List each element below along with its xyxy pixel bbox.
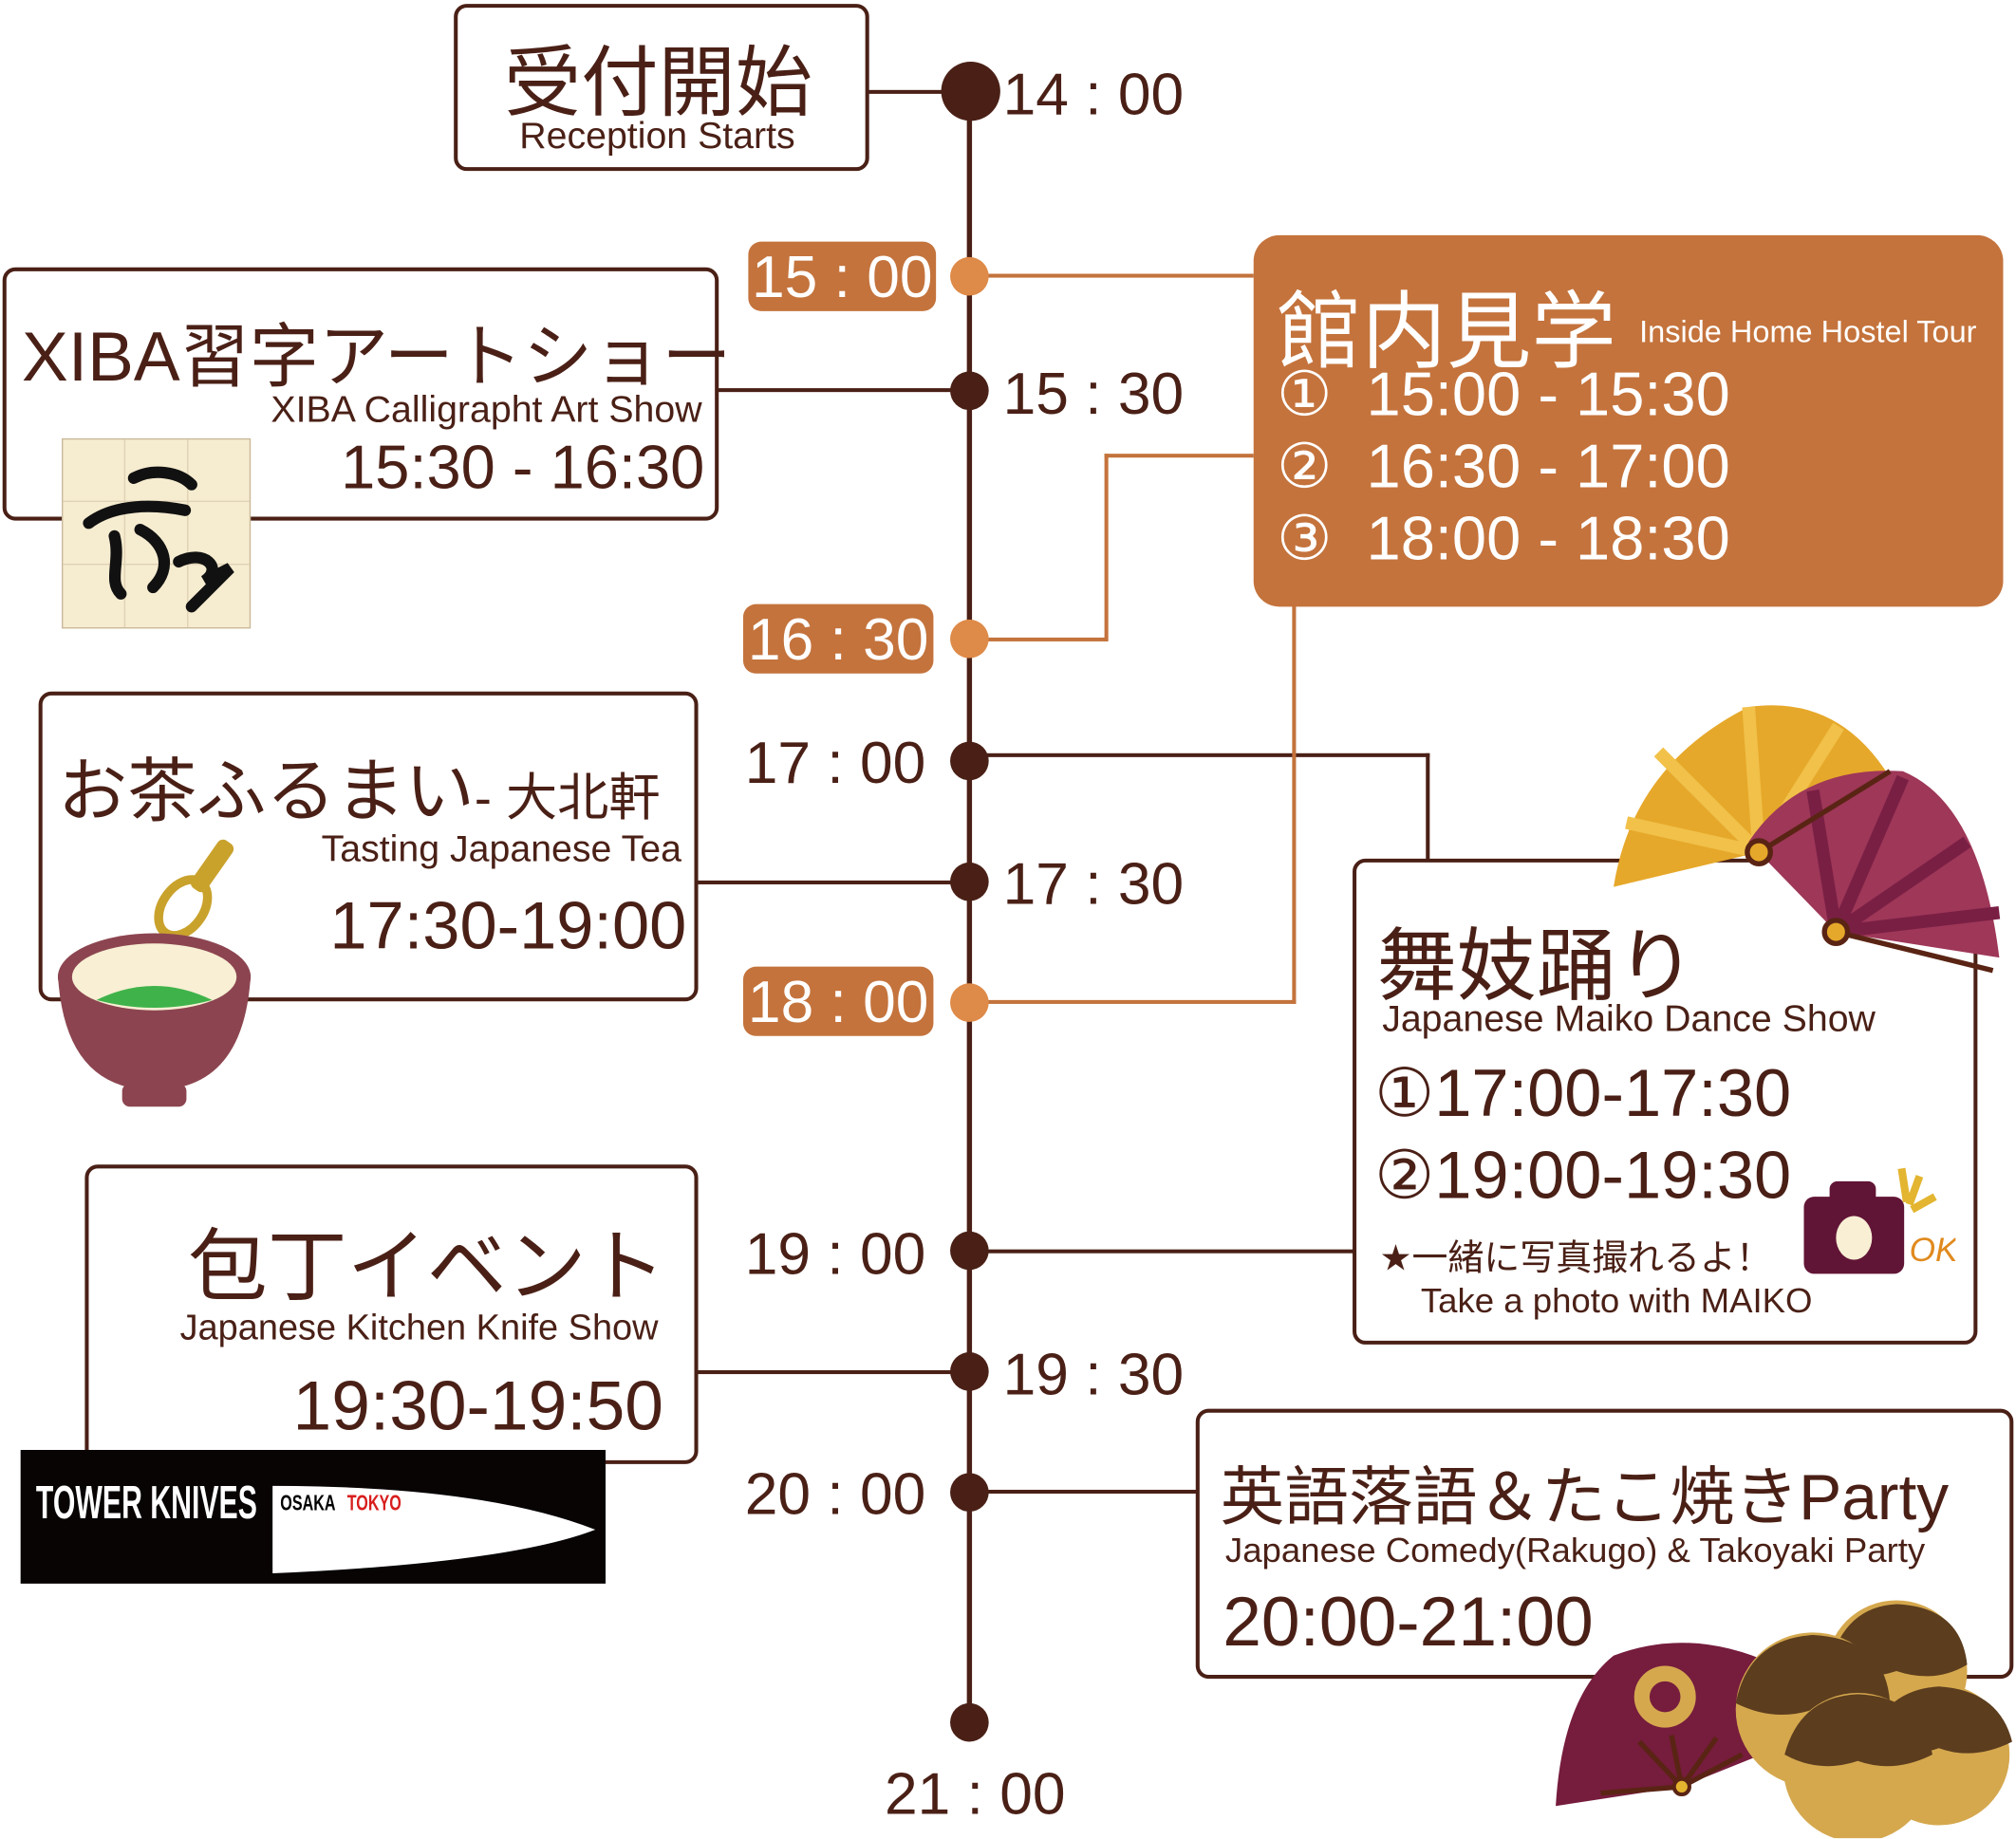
dot-1530 <box>950 371 989 411</box>
tour-card: 館内見学 Inside Home Hostel Tour ① 15:00 - 1… <box>1253 234 2004 607</box>
connector-tour-1800 <box>977 999 1297 1004</box>
dot-1500 <box>950 256 989 296</box>
dot-1900 <box>950 1231 989 1271</box>
connector-maiko-1700 <box>977 752 1430 757</box>
maiko-title-en: Japanese Maiko Dance Show <box>1382 998 1876 1040</box>
maiko-title-ja: 舞妓踊り <box>1376 922 1696 1012</box>
tour-session-3: ③ 18:00 - 18:30 <box>1277 505 1730 574</box>
tour-session-2: ② 16:30 - 17:00 <box>1277 433 1730 502</box>
time-1630-badge: 16 : 30 <box>742 604 934 674</box>
tour-title-en: Inside Home Hostel Tour <box>1639 314 1977 350</box>
tea-card: お茶ふるまい- 大北軒 Tasting Japanese Tea 17:30-1… <box>38 691 699 1002</box>
time-1800-badge: 18 : 00 <box>742 966 934 1036</box>
rakugo-title-en: Japanese Comedy(Rakugo) & Takoyaki Party <box>1224 1531 1926 1570</box>
time-1700: 17 : 00 <box>744 729 926 796</box>
fan-and-takoyaki-icon <box>1556 1600 2012 1839</box>
connector-rakugo <box>977 1489 1199 1495</box>
reception-title-en: Reception Starts <box>519 115 795 158</box>
maiko-session-1: ①17:00-17:30 <box>1374 1056 1792 1132</box>
connector-reception <box>868 89 959 94</box>
tea-title: お茶ふるまい- 大北軒 <box>58 734 661 835</box>
dot-1730 <box>950 862 989 901</box>
knife-time: 19:30-19:50 <box>292 1367 663 1445</box>
calligraphy-icon <box>63 439 250 628</box>
connector-maiko-1700-v <box>1426 752 1430 862</box>
connector-knife <box>697 1370 961 1375</box>
time-1730: 17 : 30 <box>1002 849 1185 917</box>
reception-title-ja: 受付開始 <box>504 39 813 126</box>
knife-title-en: Japanese Kitchen Knife Show <box>179 1307 659 1347</box>
timeline-axis <box>966 92 973 1723</box>
calligraphy-image <box>62 437 252 629</box>
time-2000: 20 : 00 <box>744 1459 926 1528</box>
logo-osaka: OSAKA <box>280 1491 336 1516</box>
tower-knives-logo: TOWER KNIVES OSAKA TOKYO <box>20 1449 607 1584</box>
dot-1930 <box>950 1352 989 1391</box>
time-2100: 21 : 00 <box>884 1759 1066 1827</box>
xiba-time: 15:30 - 16:30 <box>341 434 705 503</box>
time-1900: 19 : 00 <box>744 1219 926 1287</box>
camera-icon: OK <box>1803 1167 1956 1274</box>
rakugo-time: 20:00-21:00 <box>1223 1583 1594 1662</box>
dot-1400 <box>941 62 1000 121</box>
logo-tokyo: TOKYO <box>346 1491 401 1516</box>
dot-2100 <box>950 1702 989 1742</box>
maiko-photo-en: Take a photo with MAIKO <box>1420 1281 1813 1321</box>
ok-label: OK <box>1910 1232 1956 1269</box>
dot-1630 <box>950 619 989 659</box>
folding-fans-icon <box>1614 705 2001 974</box>
reception-card: 受付開始 Reception Starts <box>454 4 869 172</box>
time-1930: 19 : 30 <box>1002 1340 1185 1408</box>
dot-1800 <box>950 983 989 1022</box>
connector-tour-1630 <box>977 637 1108 641</box>
knife-blade-icon <box>272 1485 596 1574</box>
xiba-title-en: XIBA Calligrapht Art Show <box>271 389 702 431</box>
connector-tea <box>697 880 961 884</box>
logo-main: TOWER KNIVES <box>35 1476 257 1529</box>
dot-1700 <box>950 741 989 781</box>
tour-title-ja: 館内見学 <box>1277 284 1616 380</box>
tea-title-ja: お茶ふるまい <box>57 752 475 831</box>
maiko-photo-ja: ★一緒に写真撮れるよ！ <box>1379 1237 1772 1278</box>
maiko-session-2: ②19:00-19:30 <box>1374 1139 1792 1214</box>
time-1400: 14 : 00 <box>1002 60 1185 128</box>
connector-maiko-1900 <box>977 1249 1355 1254</box>
connector-xiba <box>716 388 961 393</box>
tea-title-suffix: - 大北軒 <box>474 770 661 827</box>
connector-tour-1500 <box>977 273 1254 278</box>
tea-time: 17:30-19:00 <box>329 889 687 964</box>
knife-card: 包丁イベント Japanese Kitchen Knife Show 19:30… <box>84 1164 699 1464</box>
matcha-bowl-icon <box>57 839 252 1107</box>
rakugo-title-ja: 英語落語＆たこ焼きParty <box>1220 1461 1950 1534</box>
dot-2000 <box>950 1473 989 1513</box>
connector-tour-1800-v <box>1292 605 1297 1004</box>
knife-title-ja: 包丁イベント <box>187 1223 666 1313</box>
connector-tour-1630-v <box>1104 454 1109 641</box>
xiba-title-ja: XIBA習字アートショー <box>22 318 732 397</box>
tour-session-1: ① 15:00 - 15:30 <box>1277 361 1730 430</box>
tea-title-en: Tasting Japanese Tea <box>321 828 681 871</box>
time-1500-badge: 15 : 00 <box>748 241 937 311</box>
connector-tour-1630-h <box>1104 454 1254 458</box>
takoyaki-ball <box>1783 1693 1932 1839</box>
time-1530: 15 : 30 <box>1002 360 1185 427</box>
